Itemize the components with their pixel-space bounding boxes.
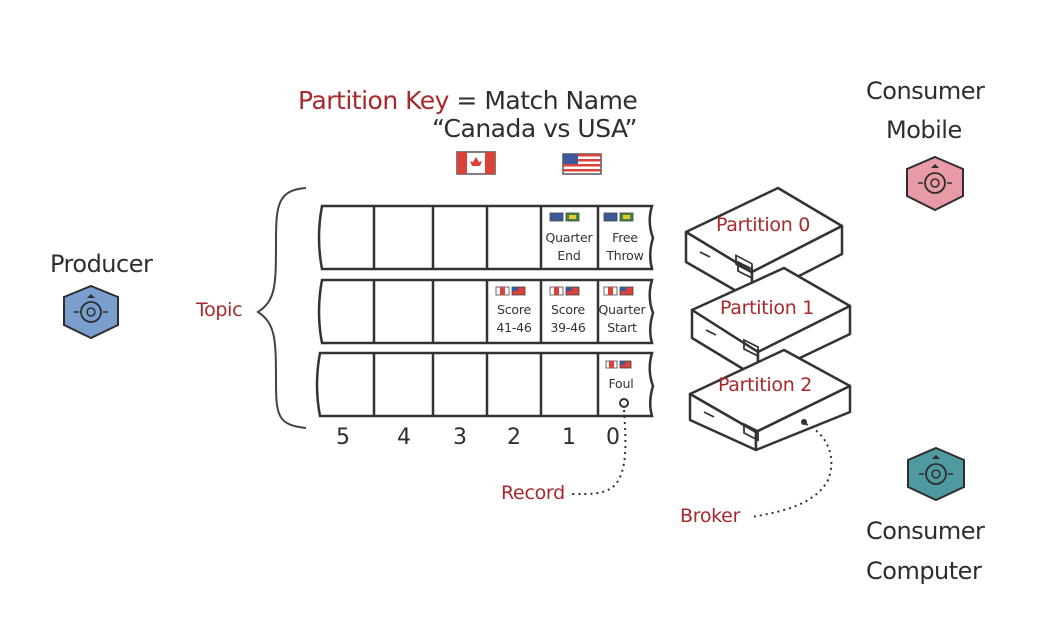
usa-flag-icon [562,153,602,175]
offset-label: 0 [606,425,620,450]
broker-label: Broker [680,505,741,527]
consumer-mobile-hex-icon [906,155,964,212]
record-line2: 39-46 [550,320,586,335]
record-line1: Score [496,302,531,317]
record-line1: Quarter [545,230,593,245]
record-cell: Quarter End [544,229,594,265]
broker-partition-label: Partition 1 [720,297,815,319]
canada-flag-icon [456,151,496,175]
record-line1: Foul [608,376,634,391]
broker-connector [751,423,833,518]
producer-hex-icon [63,284,119,340]
producer-label: Producer [50,250,153,278]
consumer-mobile-line2: Mobile [886,116,962,144]
record-cell: Quarter Start [597,301,647,337]
consumer-computer-line1: Consumer [866,517,985,545]
offset-label: 2 [507,425,521,450]
record-line2: Throw [606,248,644,263]
consumer-computer-hex-icon [907,446,965,502]
record-cell: Free Throw [600,229,650,265]
record-line1: Quarter [598,302,646,317]
partition-row-2 [315,351,655,418]
broker-partition-label: Partition 0 [716,214,811,236]
canada-usa-flags-icon [495,286,634,369]
record-cell: Score 39-46 [543,301,593,337]
record-line1: Free [612,230,638,245]
record-line1: Score [550,302,585,317]
offset-label: 4 [397,425,411,450]
partition-row-1 [317,278,655,345]
offset-label: 3 [453,425,467,450]
offset-label: 1 [562,425,576,450]
record-cell: Score 41-46 [489,301,539,337]
record-line2: 41-46 [496,320,532,335]
record-line2: Start [607,320,637,335]
topic-label: Topic [196,299,243,321]
broker-partition-label: Partition 2 [718,374,813,396]
record-connector [571,409,627,496]
record-cell: Foul [596,375,646,393]
partition-key-label: Partition Key [298,86,449,115]
consumer-computer-line2: Computer [866,557,982,585]
partition-key-title: Partition Key = Match Name [298,86,638,115]
topic-brace [256,187,307,429]
offset-label: 5 [336,425,350,450]
consumer-mobile-line1: Consumer [866,77,985,105]
record-line2: End [557,248,581,263]
match-name-equals: = Match Name [456,86,638,115]
record-label: Record [501,482,565,504]
flag-pair-icon [549,212,634,222]
partition-row-0 [317,204,655,271]
match-name-value: “Canada vs USA” [432,114,638,143]
record-dot [619,398,629,408]
broker-box-2 [688,348,852,452]
